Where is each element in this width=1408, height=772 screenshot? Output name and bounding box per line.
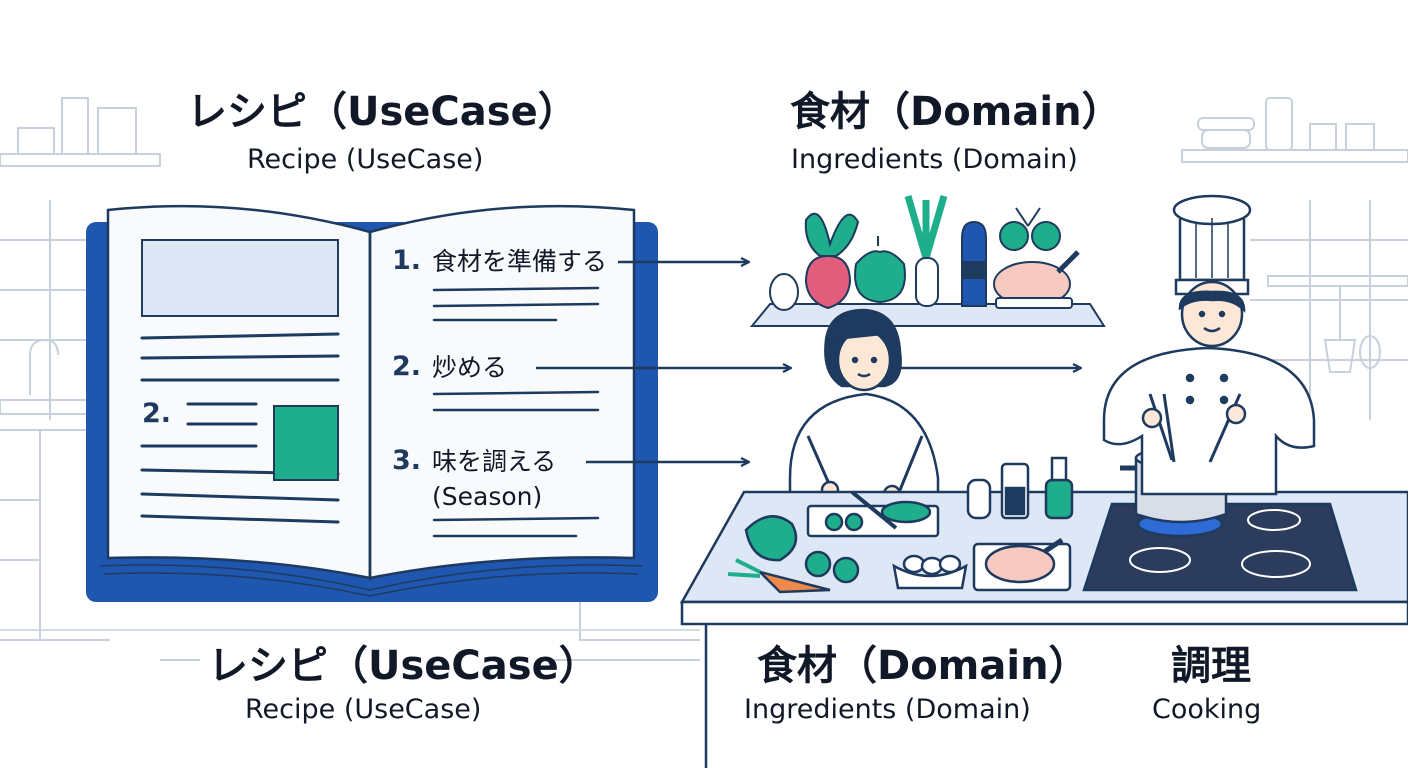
flow-arrows (536, 262, 1080, 462)
step-2-text: 炒める (432, 353, 508, 382)
recipe-title-ja: レシピ（UseCase） (187, 89, 578, 135)
footer-cooking-ja: 調理 (1171, 643, 1251, 689)
ingredients-title-en: Ingredients (Domain) (791, 144, 1078, 175)
left-page-step-number: 2. (142, 398, 172, 429)
step-2-number: 2. (392, 351, 422, 382)
recipe-book (86, 204, 658, 602)
recipe-title-en: Recipe (UseCase) (247, 144, 484, 175)
step-1-text: 食材を準備する (432, 247, 608, 276)
footer-recipe-en: Recipe (UseCase) (245, 694, 482, 725)
chef (1102, 194, 1316, 496)
person-cutting (788, 308, 940, 508)
footer-recipe-ja: レシピ（UseCase） (208, 643, 599, 689)
footer-cooking-en: Cooking (1152, 694, 1262, 725)
step-3-text: 味を調える (432, 447, 557, 476)
step-3-number: 3. (392, 445, 422, 476)
footer-ingredients-en: Ingredients (Domain) (744, 694, 1031, 725)
ingredients-title-ja: 食材（Domain） (790, 89, 1122, 135)
kitchen-background (0, 97, 1408, 661)
ingredients-shelf (749, 195, 1106, 327)
kitchen-counter (679, 456, 1408, 768)
footer-ingredients-ja: 食材（Domain） (757, 643, 1089, 689)
step-3-note: (Season) (432, 482, 543, 511)
step-1-number: 1. (392, 245, 422, 276)
